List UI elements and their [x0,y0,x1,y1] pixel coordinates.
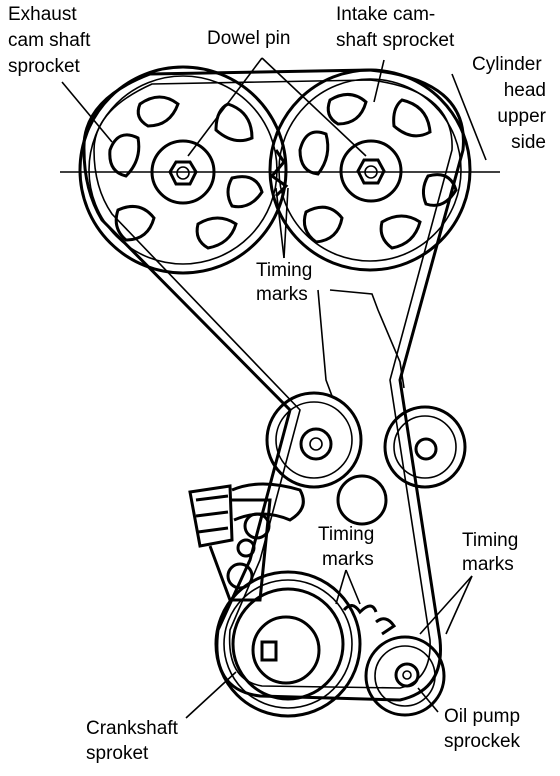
label-crankshaft-line2: sproket [86,743,149,764]
tensioner-pulley [265,391,363,489]
label-timing-mid-line1: Timing [318,524,374,545]
label-timing-mid-line2: marks [322,549,374,570]
label-cylinder-line3: upper [497,106,546,127]
label-oilpump-line2: sprockek [444,731,521,752]
oil-pump-timing-mark [375,617,397,636]
label-intake-line2: shaft sprocket [336,30,455,51]
crankshaft-sprocket [214,570,362,718]
small-idler-pulley [336,474,388,526]
tensioner-bracket [188,482,305,602]
labels: Exhaust cam shaft sprocket Intake cam- s… [8,4,547,764]
label-cylinder-line2: head [504,80,546,101]
label-cylinder-line4: side [511,132,546,153]
oil-pump-sprocket [364,635,446,717]
label-cylinder-line1: Cylinder [472,54,542,75]
intake-camshaft-sprocket [268,68,472,272]
label-exhaust-line3: sprocket [8,56,81,77]
cam-timing-mark [269,149,289,198]
label-exhaust-line1: Exhaust [8,4,77,25]
label-timing-top-line1: Timing [256,260,312,281]
idler-pulley-right [383,405,467,489]
label-timing-right-line1: Timing [462,530,518,551]
label-dowel-pin: Dowel pin [207,28,290,49]
crank-timing-mark [342,604,378,615]
label-crankshaft-line1: Crankshaft [86,718,179,739]
label-intake-line1: Intake cam- [336,4,435,25]
label-exhaust-line2: cam shaft [8,30,91,51]
timing-belt [82,68,465,702]
label-oilpump-line1: Oil pump [444,706,520,727]
label-timing-top-line2: marks [256,284,308,305]
exhaust-camshaft-sprocket [78,65,288,275]
label-timing-right-line2: marks [462,554,514,575]
leader-lines [61,57,487,719]
